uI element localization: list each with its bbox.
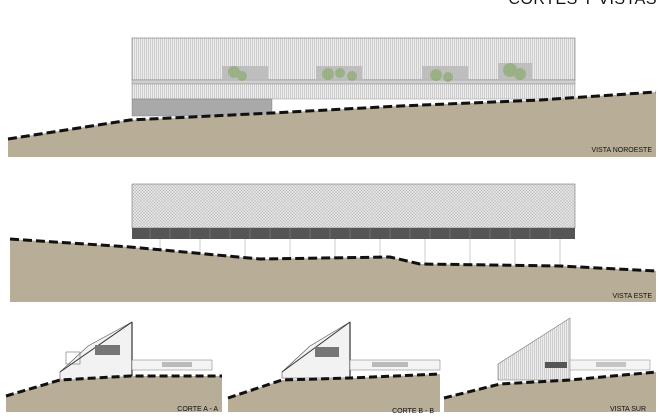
facade-mesh [131, 183, 576, 229]
label-vista-sur: VISTA SUR [610, 406, 646, 413]
ground-line-este [9, 237, 657, 273]
ground-line-corte-a [5, 374, 222, 398]
dark-band [545, 362, 567, 368]
corte-a: CORTE A - A [5, 321, 222, 413]
band-mullions [149, 228, 551, 239]
terrain-este [10, 239, 656, 302]
vista-sur: VISTA SUR [443, 317, 657, 413]
pilotis [159, 239, 561, 266]
corte-b: CORTE B - B [227, 321, 441, 415]
vista-este: VISTA ESTE [9, 183, 657, 302]
ground-line-corte-b [227, 372, 441, 400]
vista-noroeste: VISTA NOROESTE [7, 37, 657, 157]
facade-lower [131, 83, 576, 100]
gable-facade [497, 317, 571, 381]
section-window [315, 347, 339, 357]
courtyard-trees [222, 63, 532, 82]
ground-line-sur [443, 370, 657, 400]
terrain-corte-a [6, 376, 222, 412]
ground-line-noroeste [7, 90, 657, 141]
terrain-noroeste [8, 92, 656, 157]
plinth [131, 98, 273, 117]
terrain-sur [444, 372, 656, 412]
label-corte-a: CORTE A - A [177, 406, 218, 413]
label-corte-b: CORTE B - B [392, 408, 434, 415]
terrain-corte-b [228, 374, 440, 412]
label-vista-noroeste: VISTA NOROESTE [591, 147, 652, 154]
glazed-band [132, 228, 575, 239]
section-window [95, 345, 120, 355]
label-vista-este: VISTA ESTE [612, 293, 652, 300]
